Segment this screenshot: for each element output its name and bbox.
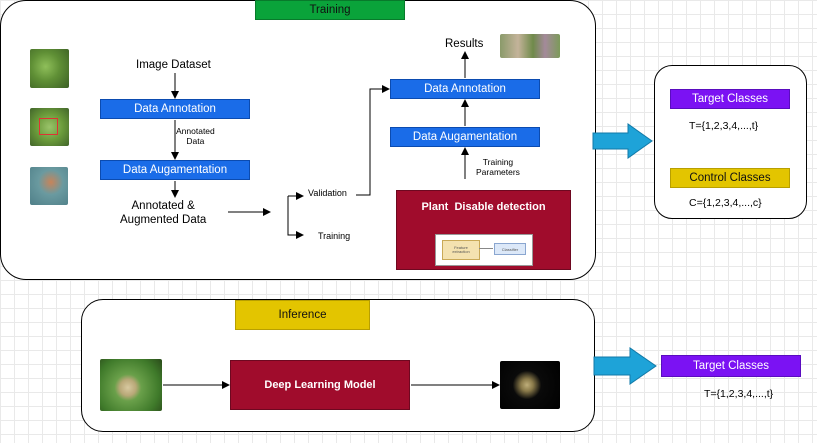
validation-label: Validation (308, 188, 347, 198)
results-image (500, 34, 560, 58)
plant-disease-detection-label: Plant Disable detection (421, 201, 546, 213)
input-leaf-image (100, 359, 162, 411)
training-parameters-label: Training Parameters (476, 157, 520, 177)
inference-target-formula: T={1,2,3,4,...,t} (704, 388, 774, 400)
annotated-data-label: Annotated Data (176, 126, 215, 146)
control-classes-button: Control Classes (670, 168, 790, 188)
feature-extraction-block: Feature extraction (442, 240, 480, 260)
results-label: Results (445, 38, 484, 50)
data-augmentation-box-left: Data Augamentation (100, 160, 250, 180)
training-branch-label: Training (318, 231, 351, 241)
data-annotation-box-right: Data Annotation (390, 79, 540, 99)
target-classes-formula: T={1,2,3,4,...,t} (689, 120, 759, 132)
inference-target-classes-button: Target Classes (661, 355, 801, 377)
annotated-augmented-label: Annotated & Augmented Data (120, 200, 207, 227)
data-augmentation-box-right: Data Augamentation (390, 127, 540, 147)
image-dataset-label: Image Dataset (136, 59, 211, 71)
control-classes-formula: C={1,2,3,4,...,c} (689, 197, 762, 209)
output-leaf-image (500, 361, 560, 409)
training-header: Training (255, 0, 405, 20)
leaf-image-2 (30, 108, 69, 146)
leaf-image-3 (30, 167, 68, 205)
inference-header: Inference (235, 300, 370, 330)
data-annotation-box-left: Data Annotation (100, 99, 250, 119)
plant-disease-detection-box: Plant Disable detection Feature extracti… (396, 190, 571, 270)
deep-learning-model-box: Deep Learning Model (230, 360, 410, 410)
classifier-block: Classifier (494, 243, 526, 255)
leaf-image-1 (30, 49, 69, 88)
model-thumbnail: Feature extraction Classifier (435, 234, 533, 266)
target-classes-button: Target Classes (670, 89, 790, 109)
